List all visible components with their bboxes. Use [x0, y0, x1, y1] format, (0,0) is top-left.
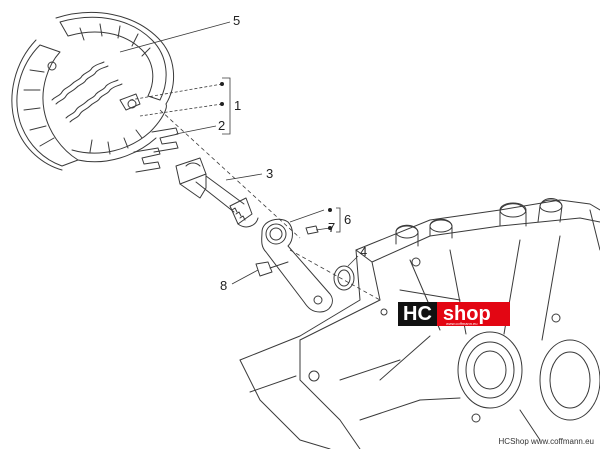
credit-text: HCShop www.coffmann.eu — [498, 437, 594, 446]
logo-hc: HC — [398, 302, 437, 326]
callout-7: 7 — [328, 220, 335, 235]
callout-8: 8 — [220, 278, 227, 293]
callout-3: 3 — [266, 166, 273, 181]
logo-subtext: www.coffmann.eu — [446, 321, 478, 326]
callout-6: 6 — [344, 212, 351, 227]
leader-lines — [119, 21, 381, 301]
bolt — [255, 261, 289, 277]
brake-shoe-assembly — [11, 12, 175, 171]
callout-2: 2 — [218, 118, 225, 133]
brake-cam-shaft — [175, 157, 259, 228]
brake-lever — [261, 218, 333, 313]
callout-1: 1 — [234, 98, 241, 113]
hcshop-logo: HC shop — [398, 302, 510, 326]
callout-4: 4 — [360, 244, 367, 259]
spring-clips — [133, 127, 179, 173]
bracket-dots — [220, 82, 332, 230]
callout-5: 5 — [233, 13, 240, 28]
small-clip — [305, 225, 319, 235]
logo-shop: shop — [436, 302, 510, 326]
washer — [333, 265, 355, 291]
engine-crankcase — [239, 198, 600, 449]
